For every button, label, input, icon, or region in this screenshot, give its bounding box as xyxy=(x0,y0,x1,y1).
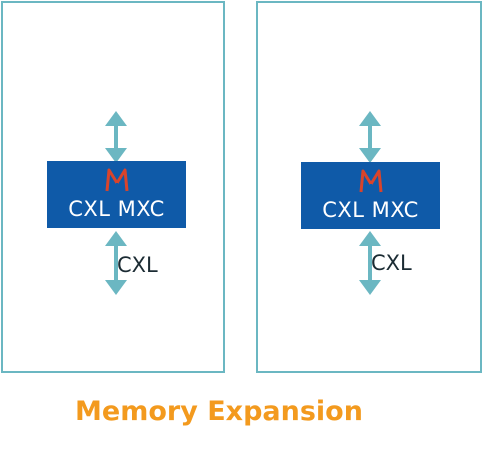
cxl-link-label: CXL xyxy=(371,251,412,275)
cxl-mxc-chip: CXL MXC xyxy=(47,161,186,228)
bidirectional-arrow-icon xyxy=(358,111,382,163)
m-logo-icon xyxy=(47,167,186,193)
chip-label: CXL MXC xyxy=(68,197,165,221)
diagram-caption: Memory Expansion xyxy=(75,396,363,427)
bidirectional-arrow-icon xyxy=(104,111,128,163)
memory-module-right: CXL MXC CXL xyxy=(256,1,482,373)
cxl-link-label: CXL xyxy=(117,253,158,277)
bidirectional-arrow-icon xyxy=(358,231,382,295)
chip-label: CXL MXC xyxy=(322,198,419,222)
memory-module-left: CXL MXC CXL xyxy=(1,1,225,373)
cxl-mxc-chip: CXL MXC xyxy=(301,162,440,229)
m-logo-icon xyxy=(301,168,440,194)
bidirectional-arrow-icon xyxy=(104,231,128,295)
